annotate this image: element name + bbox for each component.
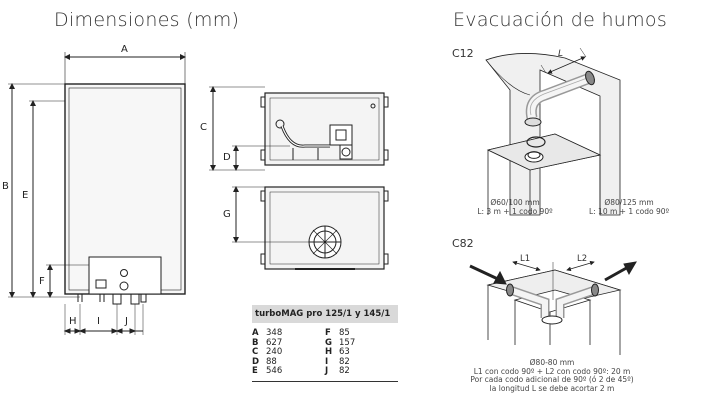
c12-label: C12: [452, 47, 474, 60]
dimensions-title: Dimensiones (mm): [54, 9, 240, 31]
c82-caption: Ø80-80 mm L1 con codo 90º + L2 con codo …: [470, 358, 634, 393]
c12-left-caption: Ø60/100 mm L: 3 m + 1 codo 90º: [477, 198, 553, 216]
c82-l2-label: L2: [577, 254, 588, 264]
dim-label-i: I: [97, 316, 100, 327]
table-header: turboMAG pro 125/1 y 145/1: [252, 305, 398, 323]
dim-label-a: A: [121, 44, 128, 55]
front-view: [8, 52, 186, 335]
c82-l1-label: L1: [520, 254, 531, 264]
c82-label: C82: [452, 237, 474, 250]
dim-label-g: G: [223, 209, 231, 220]
dim-label-e: E: [22, 190, 29, 201]
c12-right-caption: Ø80/125 mm L: 10 m + 1 codo 90º: [588, 198, 670, 216]
dim-label-c: C: [200, 122, 207, 133]
dim-label-j: J: [125, 316, 128, 327]
dim-label-h: H: [69, 316, 77, 327]
dim-label-d: D: [223, 152, 231, 163]
dim-label-b: B: [2, 181, 9, 192]
c82-diagram: [469, 260, 637, 355]
c12-diagram: [485, 47, 621, 216]
dim-label-f: F: [39, 276, 45, 287]
top-view: [209, 86, 389, 270]
c12-l-label: L: [558, 49, 564, 59]
flue-title: Evacuación de humos: [453, 9, 668, 31]
